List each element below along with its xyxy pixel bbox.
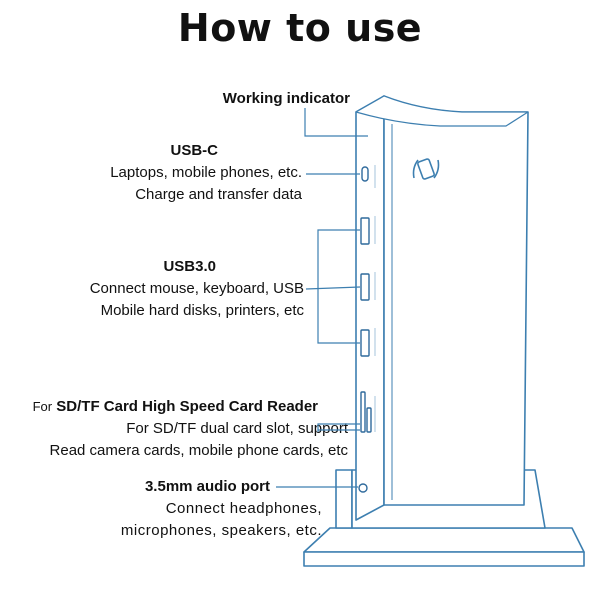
usb-c-line-2: Charge and transfer data: [135, 186, 302, 203]
usb-c-desc: Laptops, mobile phones, etc. Charge and …: [110, 162, 302, 206]
audio-line-1: Connect headphones,: [165, 500, 322, 517]
usb3-line-1: Connect mouse, keyboard, USB: [89, 280, 304, 297]
usb3-port-3: [360, 329, 370, 357]
usb3-port-2: [360, 273, 370, 301]
usb3-leader: [305, 286, 361, 290]
usb-c-port: [361, 166, 369, 182]
usb3-heading: USB3.0: [163, 258, 216, 275]
stand-holder: [335, 469, 353, 529]
device-side-face: [355, 95, 385, 521]
device-top: [355, 95, 529, 127]
card-reader-heading: SD/TF Card High Speed Card Reader: [56, 398, 318, 415]
usb3-line-2: Mobile hard disks, printers, etc: [100, 302, 304, 319]
logo-icon: [412, 158, 440, 180]
usb3-label: USB3.0: [163, 256, 216, 278]
callout-lines: [276, 108, 368, 488]
ports: [358, 166, 372, 493]
working-indicator-label: Working indicator: [223, 88, 350, 110]
tf-slot: [366, 407, 372, 433]
audio-line-2: microphones, speakers, etc.: [120, 522, 322, 539]
page-title: How to use: [177, 6, 423, 50]
audio-label: 3.5mm audio port: [145, 476, 270, 498]
device-front-face: [383, 95, 529, 506]
card-reader-desc: For SD/TF dual card slot, support Read c…: [50, 418, 348, 462]
working-indicator-heading: Working indicator: [222, 90, 350, 107]
stand-base-front: [303, 551, 585, 567]
card-reader-bracket: [317, 423, 360, 432]
card-reader-line-2: Read camera cards, mobile phone cards, e…: [49, 442, 348, 459]
audio-desc: Connect headphones, microphones, speaker…: [121, 498, 322, 542]
audio-heading: 3.5mm audio port: [144, 478, 270, 495]
stand-base: [303, 527, 585, 553]
sd-slot: [360, 391, 366, 433]
usb-c-label: USB-C: [171, 140, 219, 162]
usb3-desc: Connect mouse, keyboard, USB Mobile hard…: [90, 278, 304, 322]
card-reader-line-1: For SD/TF dual card slot, support: [126, 420, 348, 437]
working-indicator-leader: [304, 108, 368, 137]
usb3-bracket: [317, 229, 360, 344]
usb-c-heading: USB-C: [170, 142, 219, 159]
audio-port: [358, 483, 368, 493]
usb3-port-1: [360, 217, 370, 245]
card-reader-heading-prefix: For: [32, 399, 53, 414]
card-reader-label: For SD/TF Card High Speed Card Reader: [33, 396, 318, 418]
usb-c-line-1: Laptops, mobile phones, etc.: [110, 164, 302, 181]
